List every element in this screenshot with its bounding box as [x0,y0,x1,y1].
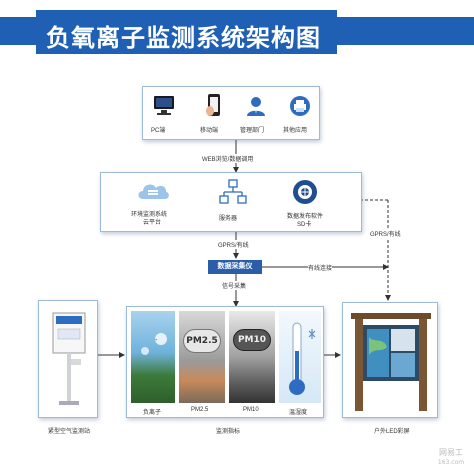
middle-label-server: 服务器 [219,216,238,222]
sensors-box: - 负离子 PM2.5 PM2.5 PM10 PM10 温湿度 [126,306,324,418]
negative-ion-image: - [131,311,175,403]
collector-tag: 数据采集仪 [208,260,262,274]
gear-globe-icon [291,178,319,206]
station-illustration [47,307,91,407]
thermometer-image [279,311,321,403]
led-label: 户外LED彩屏 [374,429,410,435]
svg-text:-: - [155,336,158,344]
link-gprs-left-label: GPRS/有线 [218,240,249,249]
top-tier-box: PC端 移动端 管理部门 其他应用 [142,86,320,140]
led-board-illustration [347,307,435,413]
sensor-label-ion: 负离子 [143,410,162,416]
middle-tier-box: 环境监测系统 云平台 服务器 数据发布软件 SD卡 [100,172,362,232]
link-web-label: WEB浏览/数据调用 [202,154,254,163]
middle-label-cloud-1: 环境监测系统 [131,212,168,218]
sensors-caption: 监测指标 [216,429,241,435]
link-gprs-right-label: GPRS/有线 [370,229,401,238]
title-box [36,10,337,54]
server-icon [219,179,247,205]
sensor-label-temp: 温湿度 [289,410,308,416]
sensor-label-pm10: PM10 [243,407,259,413]
sensor-label-pm25: PM2.5 [191,407,209,413]
pm25-image: PM2.5 [179,311,225,403]
top-label-manager: 管理部门 [240,128,265,134]
link-signal-label: 信号采集 [222,281,247,290]
pc-icon [153,95,175,117]
pm10-image: PM10 [229,311,275,403]
station-label: 紧型空气监测站 [48,429,91,435]
led-box [342,302,438,418]
top-label-pc: PC端 [151,128,166,134]
middle-label-publish-2: SD卡 [297,222,312,228]
top-label-other: 其他应用 [283,128,308,134]
printer-icon [289,95,311,117]
title-bar: 负氧离子监测系统架构图 [0,0,474,58]
pm25-badge: PM2.5 [183,329,221,353]
top-label-mobile: 移动端 [200,128,219,134]
pm10-badge: PM10 [233,329,271,351]
link-wired-label: 有线连接 [308,263,333,272]
page-title: 负氧离子监测系统架构图 [46,24,321,52]
station-box [38,300,98,418]
cloud-icon [135,179,171,203]
middle-label-publish-1: 数据发布软件 [287,214,324,220]
mobile-icon [205,93,223,119]
middle-label-cloud-2: 云平台 [143,220,162,226]
manager-icon [245,95,267,117]
